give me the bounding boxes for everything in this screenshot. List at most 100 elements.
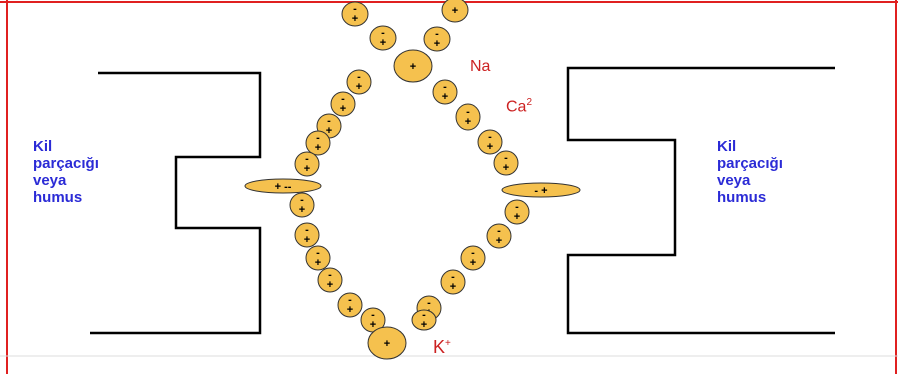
particle: [486, 223, 512, 249]
calcium-ion-charge: 2: [526, 97, 533, 108]
right-label-line-1: Kil: [717, 138, 737, 155]
plus-sign: +: [352, 13, 358, 25]
sodium-ion-label: Na: [470, 58, 490, 76]
minus-sign: -: [451, 271, 455, 283]
particle: [423, 26, 451, 52]
plus-sign: +: [450, 281, 456, 293]
minus-sign: -: [305, 153, 309, 165]
potassium-ion-charge: +: [445, 338, 451, 349]
plus-sign: +: [421, 319, 427, 331]
left-bridge-particle: [244, 178, 322, 194]
plus-sign: +: [503, 162, 509, 174]
particle: [369, 25, 397, 51]
minus-sign: -: [348, 294, 352, 306]
minus-sign: -: [353, 3, 357, 15]
potassium-particle: [367, 326, 407, 360]
minus-sign: -: [328, 269, 332, 281]
plus-sign: +: [347, 304, 353, 316]
minus-sign: -: [316, 247, 320, 259]
charge-signs: - +: [534, 185, 547, 197]
particle: [294, 222, 320, 248]
minus-sign: -: [381, 27, 385, 39]
minus-sign: -: [357, 71, 361, 83]
minus-sign: -: [371, 309, 375, 321]
charge-signs: + --: [275, 181, 292, 193]
particle: [305, 245, 331, 271]
plus-sign: +: [442, 91, 448, 103]
calcium-ion-text: Ca: [506, 98, 527, 116]
plus-sign: +: [487, 141, 493, 153]
minus-sign: -: [504, 152, 508, 164]
plus-sign: +: [340, 103, 346, 115]
plus-sign: +: [384, 338, 390, 350]
minus-sign: -: [443, 81, 447, 93]
particle: [337, 292, 363, 318]
minus-sign: -: [427, 297, 431, 309]
plus-sign: +: [304, 234, 310, 246]
particle: [305, 130, 331, 156]
particle: [341, 1, 369, 27]
particle: [440, 269, 466, 295]
right-clay-label: Kil parçacığı veya humus: [717, 138, 783, 206]
potassium-ion-label: K+: [433, 337, 451, 358]
minus-sign: -: [305, 224, 309, 236]
left-label-line-2: parçacığı: [33, 155, 99, 172]
plus-sign: +: [304, 163, 310, 175]
particle: [455, 103, 481, 131]
plus-sign: +: [434, 38, 440, 50]
particle: [411, 309, 437, 331]
plus-sign: +: [315, 257, 321, 269]
particle: [346, 69, 372, 95]
plus-sign: +: [380, 37, 386, 49]
plus-sign: +: [410, 61, 416, 73]
left-label-line-4: humus: [33, 189, 83, 206]
minus-sign: -: [422, 309, 426, 321]
minus-sign: -: [316, 132, 320, 144]
particle: [289, 192, 315, 218]
minus-sign: -: [435, 28, 439, 40]
particle: [432, 79, 458, 105]
sodium-ion-text: Na: [470, 58, 491, 75]
plus-sign: +: [299, 204, 305, 216]
plus-sign: +: [496, 235, 502, 247]
particle: [330, 91, 356, 117]
ion-particles: -+-++-++-+-+-+-+-+-+-+-+-+-+-+-+-+-+-+-+…: [244, 0, 581, 360]
particle: [317, 267, 343, 293]
left-clay-plate: [90, 71, 262, 335]
minus-sign: -: [327, 115, 331, 127]
particle: [294, 151, 320, 177]
right-label-line-3: veya: [717, 172, 751, 189]
right-clay-plate: [566, 66, 835, 335]
particle: [441, 0, 469, 23]
minus-sign: -: [471, 247, 475, 259]
plus-sign: +: [370, 319, 376, 331]
plus-sign: +: [315, 142, 321, 154]
particle: [477, 129, 503, 155]
calcium-ion-label: Ca2: [506, 97, 532, 116]
left-label-line-3: veya: [33, 172, 67, 189]
right-bridge-particle: [501, 182, 581, 198]
plus-sign: +: [327, 279, 333, 291]
particle: [460, 245, 486, 271]
plus-sign: +: [465, 116, 471, 128]
particle: [493, 150, 519, 176]
right-label-line-4: humus: [717, 189, 767, 206]
minus-sign: -: [488, 131, 492, 143]
plus-sign: +: [514, 211, 520, 223]
potassium-ion-text: K: [433, 337, 446, 357]
particle: [504, 199, 530, 225]
minus-sign: -: [300, 194, 304, 206]
plus-sign: +: [356, 81, 362, 93]
sodium-particle: [393, 49, 433, 83]
right-label-line-2: parçacığı: [717, 155, 783, 172]
minus-sign: -: [515, 201, 519, 213]
minus-sign: -: [497, 225, 501, 237]
plus-sign: +: [326, 125, 332, 137]
minus-sign: -: [341, 93, 345, 105]
plus-sign: +: [470, 257, 476, 269]
left-clay-label: Kil parçacığı veya humus: [33, 138, 99, 206]
left-label-line-1: Kil: [33, 138, 53, 155]
plus-sign: +: [452, 5, 458, 17]
